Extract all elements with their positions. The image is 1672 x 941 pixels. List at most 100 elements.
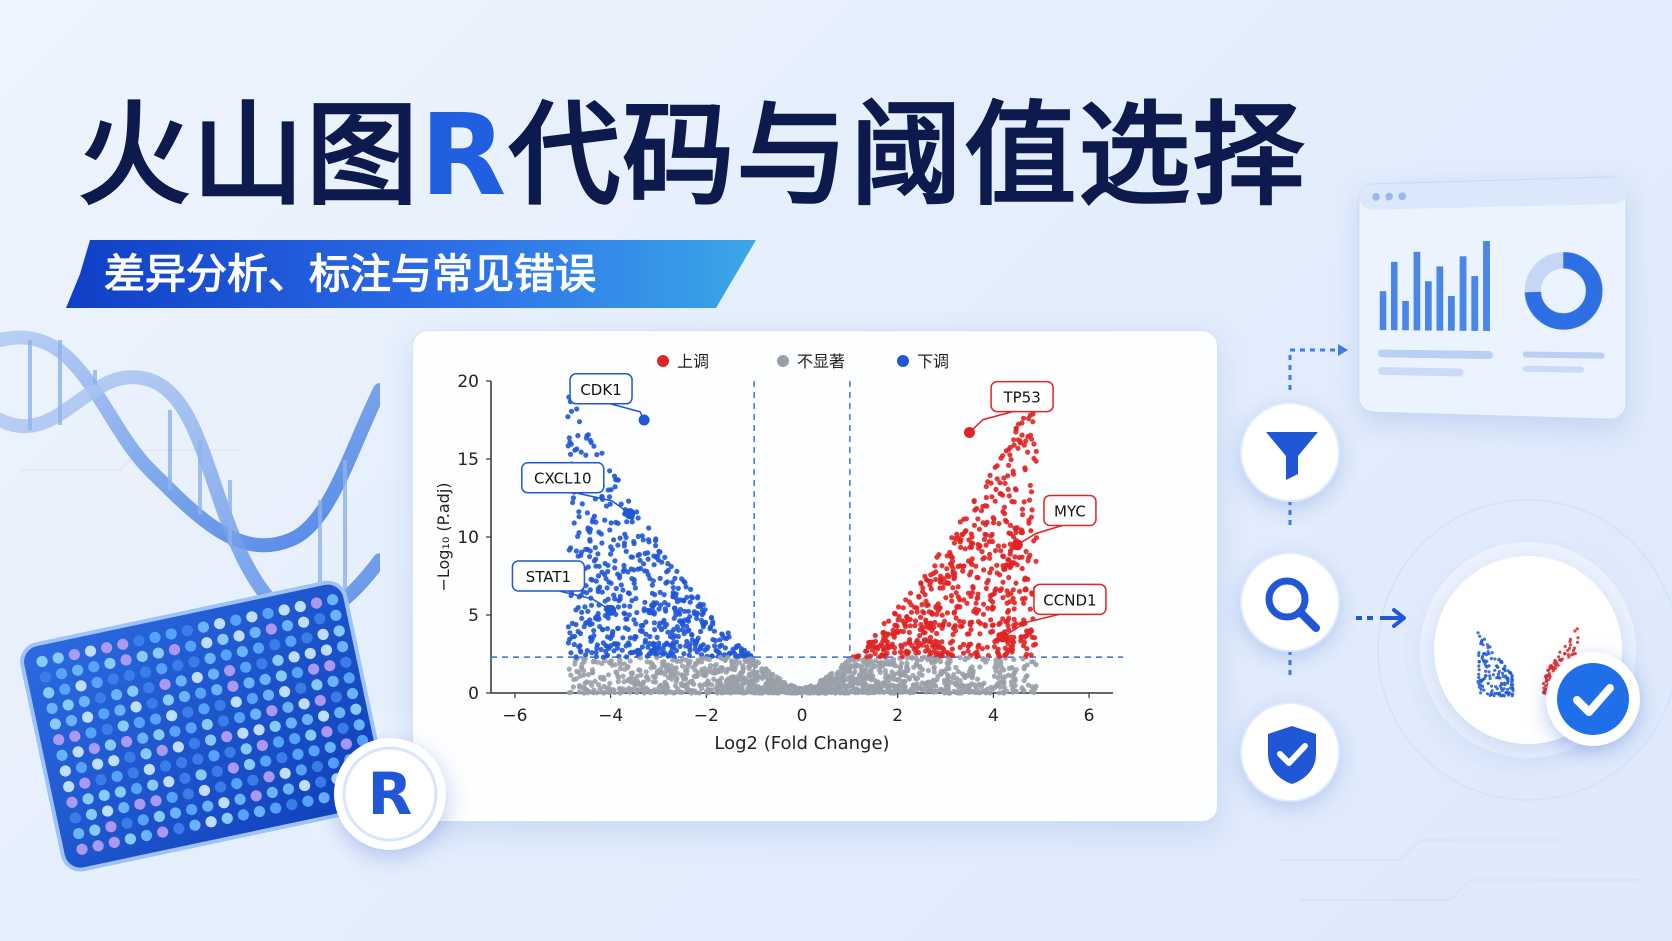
chip-spot bbox=[291, 666, 304, 679]
chip-spot bbox=[247, 774, 259, 786]
data-point bbox=[1011, 606, 1017, 612]
data-point bbox=[606, 494, 613, 500]
data-point bbox=[823, 690, 830, 696]
data-point bbox=[981, 601, 987, 607]
data-point bbox=[867, 675, 873, 681]
mini-data-point bbox=[1477, 653, 1481, 658]
data-point bbox=[742, 652, 748, 658]
gene-label: MYC bbox=[1054, 502, 1086, 520]
data-point bbox=[682, 608, 688, 614]
subtitle-ribbon bbox=[66, 240, 756, 308]
x-axis-label: Log2 (Fold Change) bbox=[714, 733, 889, 754]
data-point bbox=[661, 592, 667, 598]
data-point bbox=[591, 687, 597, 693]
data-point bbox=[695, 595, 701, 601]
data-point bbox=[624, 654, 630, 660]
chip-spot bbox=[295, 764, 307, 776]
data-point bbox=[568, 408, 575, 414]
chip-spot bbox=[276, 752, 288, 764]
data-point bbox=[910, 682, 916, 688]
data-point bbox=[675, 633, 681, 640]
data-point bbox=[1009, 498, 1015, 505]
data-point bbox=[912, 604, 918, 610]
data-point bbox=[738, 686, 744, 692]
mini-data-point bbox=[1477, 660, 1481, 664]
data-point bbox=[988, 617, 994, 623]
data-point bbox=[668, 649, 674, 655]
data-point bbox=[1016, 554, 1023, 561]
data-point bbox=[697, 646, 703, 652]
data-point bbox=[1013, 580, 1019, 586]
data-point bbox=[567, 451, 574, 457]
data-point bbox=[669, 676, 675, 682]
data-point bbox=[591, 628, 597, 634]
data-point bbox=[989, 494, 995, 500]
data-point bbox=[699, 666, 705, 673]
data-point bbox=[593, 563, 599, 569]
data-point bbox=[572, 447, 578, 453]
data-point bbox=[882, 653, 888, 659]
chip-spot bbox=[246, 692, 258, 705]
data-point bbox=[888, 658, 894, 664]
chip-spot bbox=[117, 638, 129, 650]
chip-spot bbox=[102, 805, 114, 817]
data-point bbox=[904, 648, 910, 654]
chip-spot bbox=[326, 594, 339, 606]
chip-spot bbox=[179, 772, 191, 784]
data-point bbox=[617, 666, 623, 672]
data-point bbox=[665, 561, 671, 567]
filter-button[interactable] bbox=[1240, 402, 1340, 502]
data-point bbox=[973, 610, 980, 616]
data-point bbox=[931, 665, 937, 671]
data-point bbox=[983, 585, 989, 591]
chip-spot bbox=[314, 613, 326, 625]
data-point bbox=[731, 685, 737, 691]
data-point bbox=[670, 635, 676, 641]
chip-spot bbox=[275, 670, 287, 682]
chip-spot bbox=[211, 765, 223, 777]
label-leader-line bbox=[574, 491, 631, 515]
chip-spot bbox=[278, 604, 290, 616]
data-point bbox=[573, 654, 579, 660]
data-point bbox=[907, 590, 914, 596]
data-point bbox=[830, 681, 836, 688]
data-point bbox=[584, 648, 590, 654]
data-point bbox=[1024, 632, 1030, 638]
shield-button[interactable] bbox=[1240, 702, 1340, 802]
data-point bbox=[576, 514, 582, 520]
data-point bbox=[629, 687, 635, 693]
chip-spot bbox=[153, 810, 165, 823]
data-point bbox=[934, 639, 941, 645]
chip-spot bbox=[181, 624, 193, 637]
data-point bbox=[576, 644, 582, 650]
data-point bbox=[665, 653, 671, 659]
chip-spot bbox=[230, 696, 242, 708]
chip-spot bbox=[59, 765, 71, 777]
data-point bbox=[585, 608, 591, 614]
chip-spot bbox=[166, 710, 178, 722]
data-point bbox=[1009, 682, 1015, 688]
data-point bbox=[991, 591, 997, 597]
data-point bbox=[818, 680, 824, 686]
data-point bbox=[740, 665, 746, 671]
chip-spot bbox=[147, 779, 159, 791]
data-point bbox=[952, 680, 958, 686]
chip-spot bbox=[243, 758, 256, 771]
data-point bbox=[1030, 411, 1036, 417]
chip-spot bbox=[49, 718, 61, 730]
chip-spot bbox=[118, 802, 130, 814]
data-point bbox=[1032, 641, 1039, 647]
data-point bbox=[1001, 690, 1007, 696]
mini-data-point bbox=[1485, 643, 1490, 647]
data-point bbox=[992, 548, 999, 554]
chip-spot bbox=[108, 755, 120, 767]
data-point bbox=[627, 635, 633, 641]
chip-spot bbox=[82, 793, 94, 805]
data-point bbox=[694, 638, 700, 644]
chip-spot bbox=[346, 687, 359, 700]
data-point bbox=[572, 661, 578, 667]
search-button[interactable] bbox=[1240, 552, 1340, 652]
chip-spot bbox=[256, 739, 268, 752]
data-point bbox=[953, 590, 959, 596]
chip-spot bbox=[295, 682, 307, 694]
